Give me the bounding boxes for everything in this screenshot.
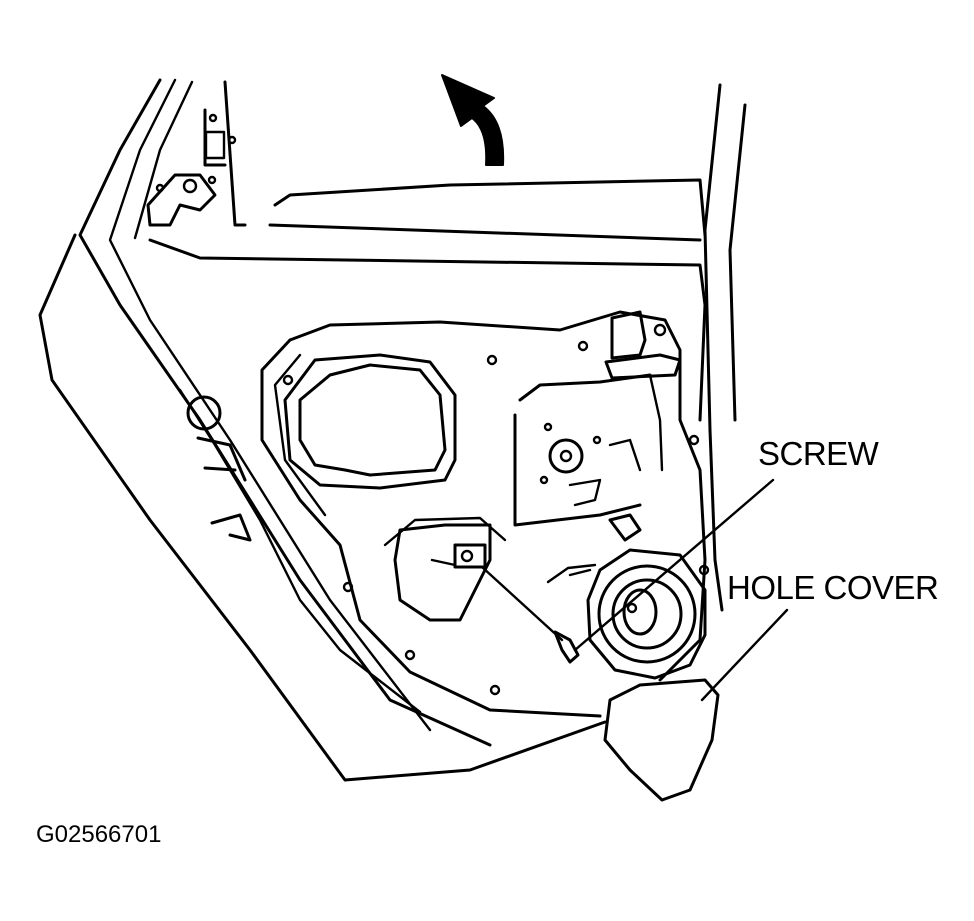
screw [480,565,580,664]
speaker [546,548,707,680]
front-direction-arrow-icon [441,74,505,166]
figure-code: G02566701 [36,821,162,848]
hole-cover [603,678,720,802]
inner-panel [148,238,707,718]
upper-bracket [146,108,237,227]
screw-leader-line [573,478,775,652]
clip-holes [282,340,710,696]
screw-callout-label: SCREW [758,435,879,472]
service-openings [283,353,507,622]
hole-cover-leader-line [700,608,789,702]
regulator-mechanism [513,310,682,542]
door-outline [38,78,747,782]
hole-cover-callout-label: HOLE COVER [727,569,939,606]
